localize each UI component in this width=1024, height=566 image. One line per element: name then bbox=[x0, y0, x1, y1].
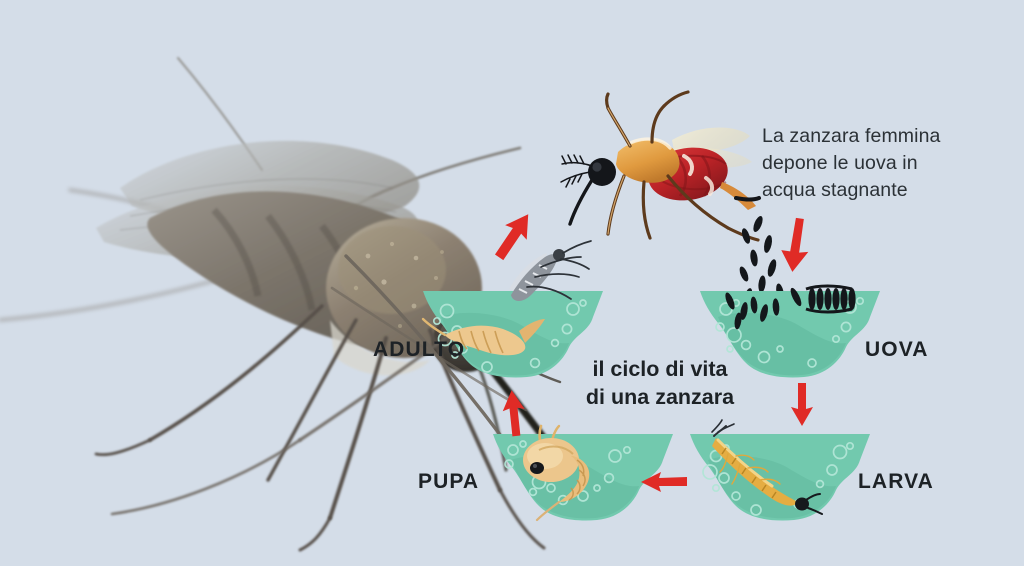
stage-label-larva: LARVA bbox=[858, 470, 934, 493]
arrow-adulto-to-female bbox=[494, 212, 538, 264]
stage-label-uova: UOVA bbox=[865, 338, 929, 361]
arrow-pupa-to-adulto bbox=[502, 390, 527, 437]
arrow-larva-to-pupa bbox=[641, 471, 687, 493]
blood-fed-female-mosquito bbox=[560, 90, 761, 242]
stage-basin-uova bbox=[700, 284, 880, 379]
stage-label-adulto: ADULTO bbox=[373, 338, 466, 361]
photographic-adult-mosquito bbox=[0, 20, 564, 552]
stage-basin-adulto bbox=[421, 240, 603, 379]
center-title: il ciclo di vita di una zanzara bbox=[585, 357, 735, 409]
arrow-uova-to-larva bbox=[789, 383, 815, 427]
female-mosquito-note: La zanzara femmina depone le uova in acq… bbox=[762, 125, 941, 201]
stage-label-pupa: PUPA bbox=[418, 470, 480, 493]
stage-basin-pupa bbox=[493, 424, 673, 522]
stage-basin-larva bbox=[690, 419, 870, 522]
arrow-eggs-to-water bbox=[778, 217, 812, 274]
